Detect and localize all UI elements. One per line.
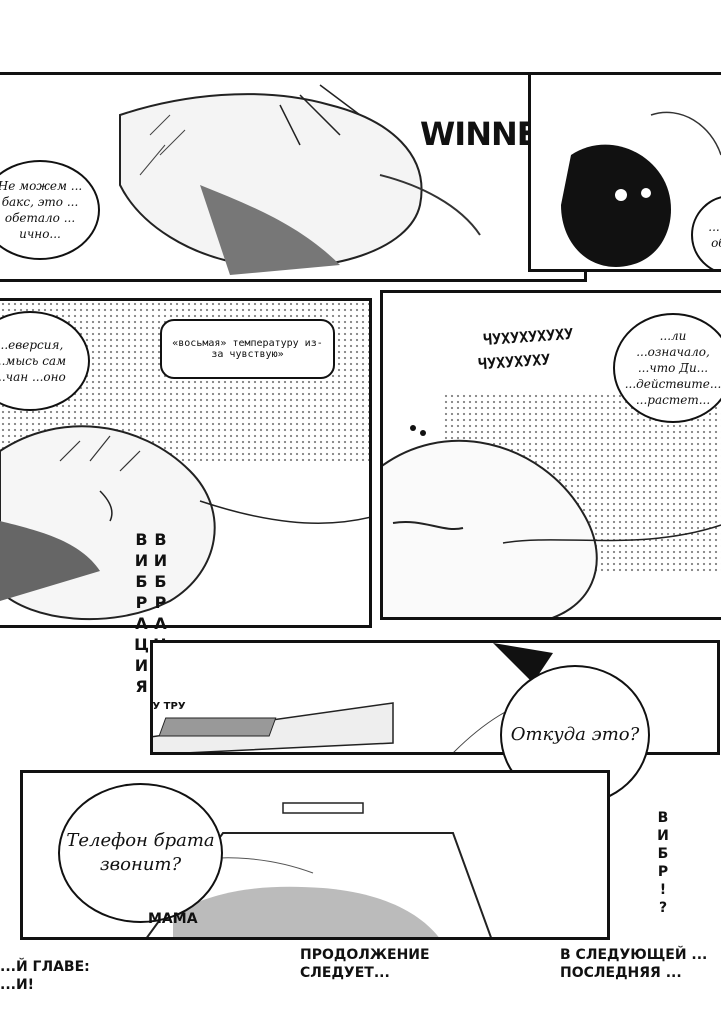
screen-caller-label: МАМА (148, 911, 198, 927)
panel-3-art (0, 425, 369, 621)
speech-bubble-left: Не можем ... бакс, это ... обетало ... и… (0, 160, 100, 260)
panel-7-art (146, 802, 492, 937)
speech-text: Телефон брата звонит? (66, 830, 215, 875)
footer-left-caption: ...Й ГЛАВЕ: ...И! (0, 959, 90, 993)
panel-4: ЧУХУХУХУХУ ЧУХУХУХУ ...ли ...означало, .… (380, 290, 721, 620)
speech-text: ...еверсия, ...мысь сам ...чан ...оно (0, 338, 67, 384)
speech-text: Откуда это? (510, 724, 640, 745)
panel-2-art (561, 111, 721, 267)
sfx-vibration-right: ВИБР!? (655, 810, 671, 918)
panel-2: ... ор ... обсто (528, 72, 721, 272)
panel-1-art (119, 84, 481, 275)
panel-3: ...еверсия, ...мысь сам ...чан ...оно «в… (0, 298, 372, 628)
thought-box: «восьмая» температуру из-за чувствую» (160, 319, 335, 379)
footer-right-caption: В СЛЕДУЮЩЕЙ ... ПОСЛЕДНЯЯ ... (560, 947, 708, 981)
panel-1: Не можем ... бакс, это ... обетало ... и… (0, 72, 587, 282)
speech-bubble-phone: Телефон брата звонит? (58, 783, 223, 923)
speech-text: Не можем ... бакс, это ... обетало ... и… (0, 179, 83, 241)
speech-text: ...ли ...означало, ...что Ди... ...дейст… (624, 329, 721, 407)
speech-bubble-right: ...ли ...означало, ...что Ди... ...дейст… (613, 313, 721, 423)
panel-7: Телефон брата звонит? МАМА (20, 770, 610, 940)
panel-4-art (383, 425, 721, 617)
sfx-phone: ТРУ ТРУ ТРУ (152, 701, 186, 712)
thought-text: «восьмая» температуру из-за чувствую» (172, 338, 323, 360)
speech-text: ... ор ... обсто (708, 220, 721, 250)
footer-center-caption: ПРОДОЛЖЕНИЕ СЛЕДУЕТ... (300, 947, 430, 981)
